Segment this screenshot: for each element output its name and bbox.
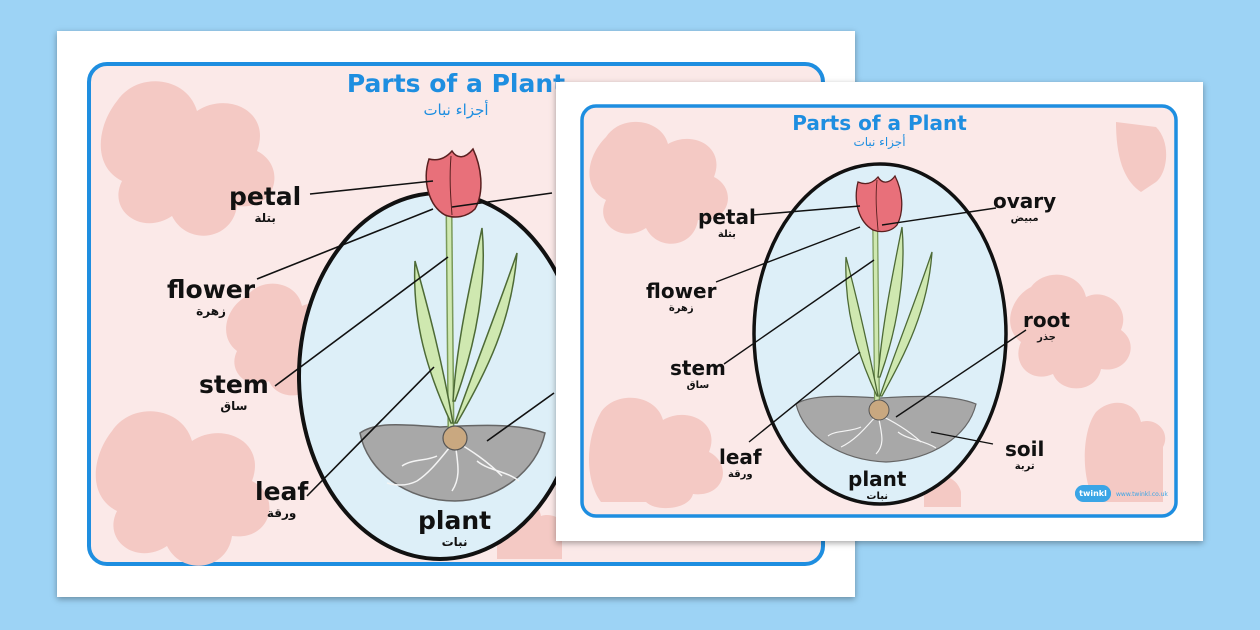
tulip-flower: [425, 147, 482, 218]
label-plant-ar: نبات: [441, 535, 468, 549]
label-petal-ar: بتلة: [717, 229, 736, 240]
label-stem-ar: ساق: [220, 399, 248, 413]
label-plant: plant نبات: [418, 507, 491, 550]
label-petal-ar: بتلة: [254, 211, 276, 225]
twinkl-url: www.twinkl.co.uk: [1116, 491, 1168, 498]
label-leaf-ar: ورقة: [266, 506, 297, 520]
pointer-lines: [715, 205, 1027, 445]
label-petal-en: petal: [698, 205, 756, 229]
page-subtitle: أجزاء نبات: [853, 135, 906, 149]
twinkl-logo: twinkl: [1075, 487, 1111, 500]
label-root: root جذر: [1023, 309, 1070, 344]
label-leaf: leaf ورقة: [719, 446, 762, 481]
label-plant-ar: نبات: [866, 491, 889, 502]
label-stem: stem ساق: [199, 371, 269, 414]
label-leaf: leaf ورقة: [255, 478, 308, 521]
label-soil: soil تربة: [1005, 438, 1044, 473]
label-plant: plant نبات: [848, 468, 906, 503]
label-leaf-ar: ورقة: [728, 469, 753, 480]
decorative-blobs: [588, 121, 1167, 509]
page-title: Parts of a Plant: [792, 111, 967, 135]
label-leaf-en: leaf: [255, 477, 309, 506]
label-root-en: root: [1023, 308, 1070, 332]
label-flower: flower زهرة: [167, 276, 255, 319]
label-stem-en: stem: [670, 356, 726, 380]
plant-stem-leaves: [413, 210, 518, 434]
worksheet-front: Parts of a Plant أجزاء نبات petal بتلة f…: [556, 82, 1203, 541]
label-flower-en: flower: [167, 275, 256, 304]
label-ovary-en: ovary: [993, 189, 1057, 213]
label-leaf-en: leaf: [719, 445, 762, 469]
label-plant-en: plant: [848, 467, 907, 491]
label-flower: flower زهرة: [646, 280, 716, 315]
plant-stem-leaves: [845, 203, 933, 405]
label-root-ar: جذر: [1037, 332, 1056, 343]
label-ovary-ar: مبيض: [1010, 213, 1039, 224]
label-soil-en: soil: [1005, 437, 1045, 461]
label-plant-en: plant: [418, 506, 492, 535]
label-petal-en: petal: [229, 182, 302, 211]
label-flower-en: flower: [646, 279, 717, 303]
bulb: [442, 425, 468, 451]
label-stem-en: stem: [199, 370, 269, 399]
tulip-flower: [855, 174, 903, 233]
pointer-lines: [256, 180, 555, 497]
label-soil-ar: تربة: [1014, 461, 1035, 472]
label-petal: petal بتلة: [229, 183, 301, 226]
bulb: [868, 399, 890, 421]
worksheet-front-artwork: [580, 104, 1178, 518]
label-stem: stem ساق: [670, 357, 726, 392]
label-stem-ar: ساق: [686, 380, 710, 391]
page-title: Parts of a Plant: [346, 69, 566, 98]
page-subtitle: أجزاء نبات: [423, 101, 489, 119]
label-flower-ar: زهرة: [196, 304, 226, 318]
label-flower-ar: زهرة: [668, 303, 694, 314]
soil-mound: [795, 395, 977, 463]
label-ovary: ovary مبيض: [993, 190, 1056, 225]
label-petal: petal بتلة: [698, 206, 756, 241]
